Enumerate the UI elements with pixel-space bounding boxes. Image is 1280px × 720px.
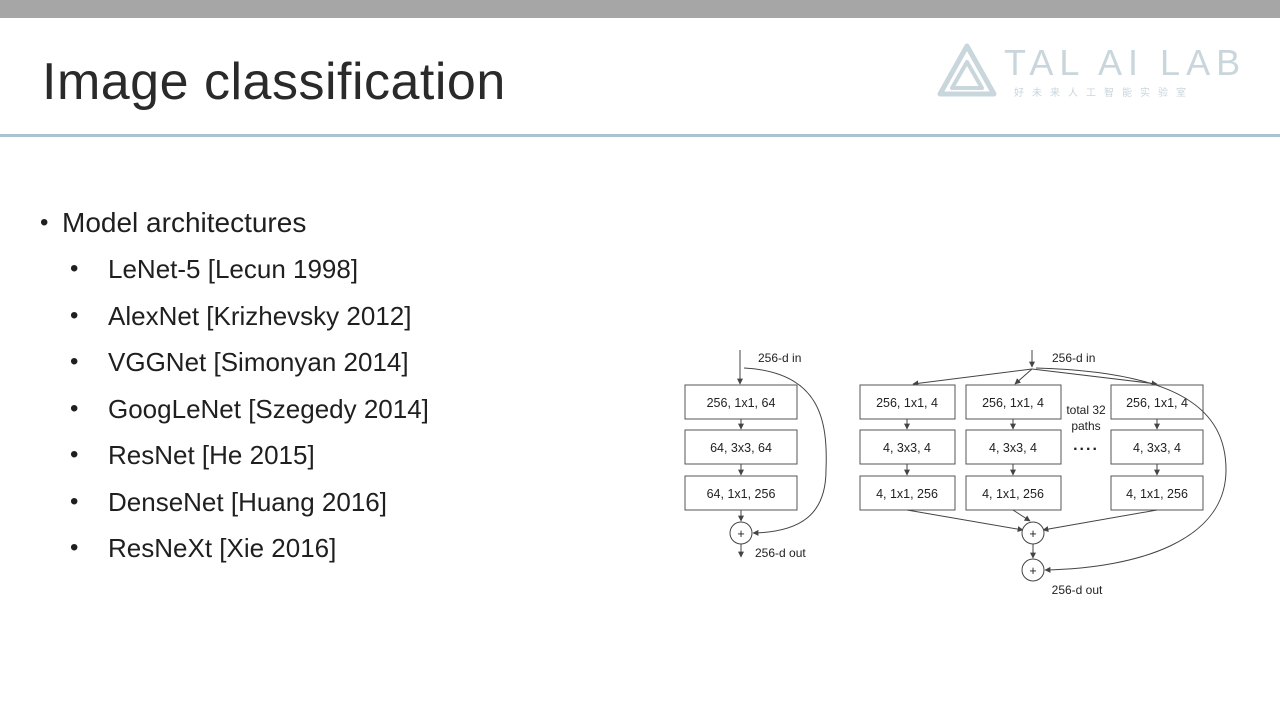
resnext-merge-arrow [1012, 509, 1031, 522]
resnext-path2-box [965, 429, 1062, 465]
resnext-aggregate-symbol: + [1029, 527, 1036, 541]
bullet-item: VGGNet [Simonyan 2014] [40, 339, 429, 386]
resnext-layer-label: 256, 1x1, 4 [982, 396, 1044, 410]
resnext-layer-label: 4, 3x3, 4 [989, 441, 1037, 455]
resnext-merge-arrow [906, 509, 1024, 533]
resnext-layer-label: 4, 1x1, 256 [982, 487, 1044, 501]
bullet-item: DenseNet [Huang 2016] [40, 479, 429, 526]
logo-text: TAL AI LAB [1004, 42, 1247, 83]
top-bar [0, 0, 1280, 18]
resnext-output-label: 256-d out [1052, 583, 1103, 597]
bullet-item: ResNeXt [Xie 2016] [40, 525, 429, 572]
resnext-layer-label: 4, 1x1, 256 [1126, 487, 1188, 501]
bullet-item: ResNet [He 2015] [40, 432, 429, 479]
resnext-path1-box [859, 384, 956, 420]
resnet-layer-label: 64, 1x1, 256 [707, 487, 776, 501]
resnet-sum-symbol: + [737, 527, 744, 541]
resnet-layer-label: 256, 1x1, 64 [707, 396, 776, 410]
resnext-sum-symbol: + [1029, 564, 1036, 578]
resnext-shortcut-arrow [1035, 367, 1227, 573]
resnext-split-arrow [1031, 368, 1158, 387]
resnext-merge-arrow [1042, 509, 1158, 533]
resnet-layer-box [684, 384, 798, 420]
resnext-sum-node [1021, 558, 1045, 582]
resnext-layer-label: 4, 1x1, 256 [876, 487, 938, 501]
bullet-item: GoogLeNet [Szegedy 2014] [40, 386, 429, 433]
slide-title: Image classification [42, 53, 506, 111]
resnet-shortcut-arrow [743, 367, 827, 536]
resnext-path2-box [965, 475, 1062, 511]
triangle-logo-icon [937, 43, 997, 97]
resnext-block: 256-d in 256, 1x1, 4 4, 3x3, 4 4, 1x1, 2… [859, 350, 1227, 597]
bullet-list: Model architectures LeNet-5 [Lecun 1998]… [40, 200, 429, 572]
resnext-path1-box [859, 429, 956, 465]
bullet-heading: Model architectures [40, 200, 429, 246]
resnet-input-label: 256-d in [758, 351, 801, 365]
resnext-layer-label: 256, 1x1, 4 [1126, 396, 1188, 410]
resnext-path1-box [859, 475, 956, 511]
resnext-path32-box [1110, 475, 1204, 511]
logo-subtitle: 好未来人工智能实验室 [1014, 88, 1194, 99]
bullet-item: AlexNet [Krizhevsky 2012] [40, 293, 429, 340]
paths-note-line2: paths [1071, 419, 1100, 433]
resnext-layer-label: 4, 3x3, 4 [883, 441, 931, 455]
resnext-path2-box [965, 384, 1062, 420]
resnext-layer-label: 4, 3x3, 4 [1133, 441, 1181, 455]
paths-note-line1: total 32 [1066, 403, 1106, 417]
resnext-split-arrow [912, 368, 1033, 387]
resnet-layer-box [684, 475, 798, 511]
resnet-layer-box [684, 429, 798, 465]
bullet-item: LeNet-5 [Lecun 1998] [40, 246, 429, 293]
resnext-input-label: 256-d in [1052, 351, 1095, 365]
resnet-block: 256-d in 256, 1x1, 64 64, 3x3, 64 64, 1x… [684, 350, 827, 560]
resnet-output-label: 256-d out [755, 546, 806, 560]
title-divider [0, 134, 1280, 137]
resnext-split-arrow [1014, 368, 1033, 385]
resnext-layer-label: 256, 1x1, 4 [876, 396, 938, 410]
resnet-layer-label: 64, 3x3, 64 [710, 441, 772, 455]
paths-ellipsis: .... [1073, 437, 1099, 454]
tal-ai-lab-logo: TAL AI LAB 好未来人工智能实验室 [934, 40, 1240, 106]
